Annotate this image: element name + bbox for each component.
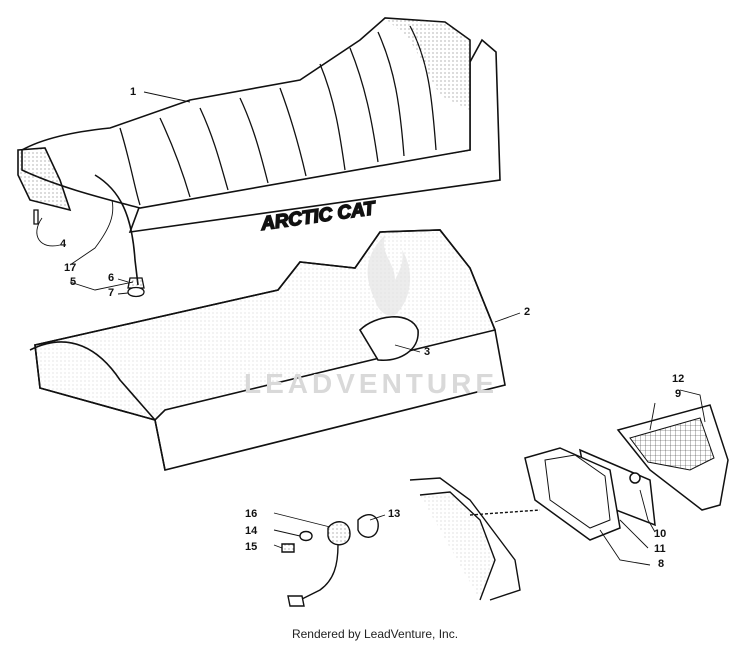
nut-6 (127, 277, 145, 289)
callout-5: 5 (70, 276, 77, 288)
callout-9: 9 (675, 388, 682, 400)
screw-15 (281, 543, 295, 553)
callout-8: 8 (658, 558, 665, 570)
callout-15: 15 (245, 541, 258, 553)
grommet-14 (299, 530, 313, 542)
callout-7: 7 (108, 287, 115, 299)
callout-2: 2 (524, 306, 531, 318)
callout-14: 14 (245, 525, 258, 537)
watermark: LEADVENTURE (244, 368, 499, 399)
seat-base (29, 229, 506, 471)
callout-12: 12 (672, 373, 685, 385)
grommet-13 (357, 514, 379, 538)
callout-3: 3 (424, 346, 431, 358)
seat-front-bracket (17, 147, 72, 212)
seat-base-cutout (358, 316, 419, 361)
callout-4: 4 (60, 238, 67, 250)
taillight-housing (524, 447, 621, 541)
seat-shading (385, 18, 470, 110)
screw-17 (33, 209, 39, 225)
footer-credit: Rendered by LeadVenture, Inc. (291, 627, 459, 641)
callout-16: 16 (245, 508, 258, 520)
seat-pleats (119, 25, 437, 206)
callout-10: 10 (654, 528, 667, 540)
leader-lines (36, 91, 706, 566)
seat-base-lip (29, 341, 156, 421)
callout-1: 1 (130, 86, 137, 98)
seat-strap (94, 174, 139, 286)
callout-6: 6 (108, 272, 115, 284)
callout-11: 11 (654, 543, 666, 555)
callout-17: 17 (64, 262, 77, 274)
wire-plug (287, 595, 305, 607)
bulb-11 (629, 472, 641, 484)
wire (299, 544, 339, 601)
taillight-lens-grid (629, 417, 715, 471)
washer-7 (127, 286, 145, 298)
taillight-assembly (524, 404, 729, 541)
rear-frame (409, 477, 541, 601)
watermark-flame-icon (367, 235, 411, 316)
connector-16 (327, 521, 351, 546)
wiring-assembly (281, 514, 379, 607)
callout-13: 13 (388, 508, 401, 520)
seat-hardware (33, 209, 145, 298)
